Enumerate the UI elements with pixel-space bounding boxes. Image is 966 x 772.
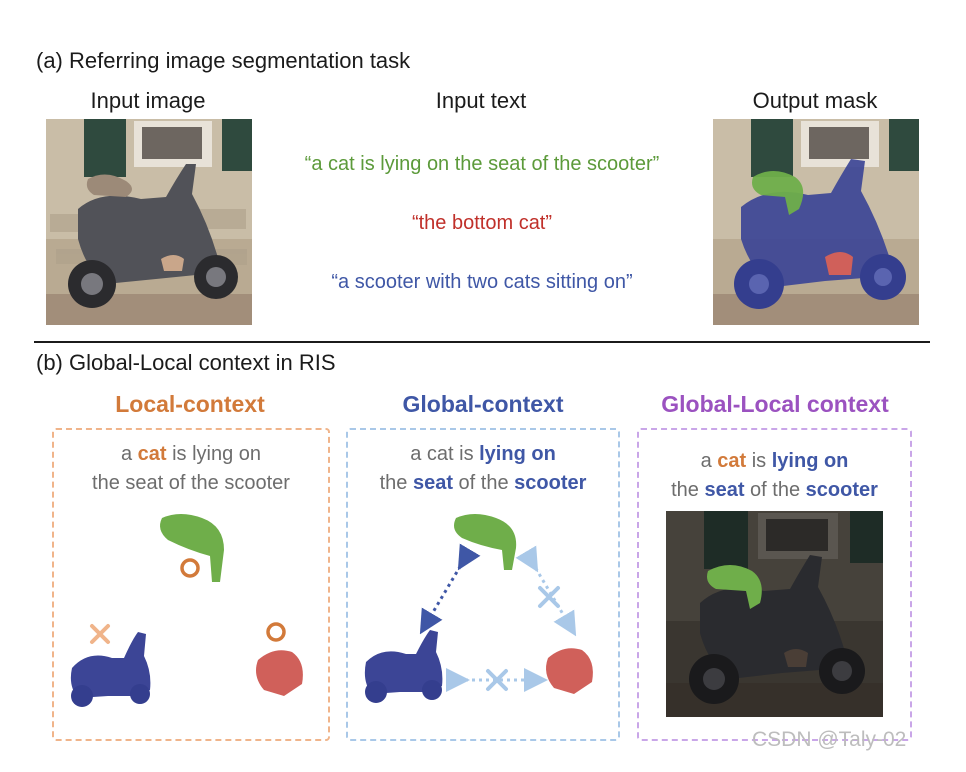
cat-top-mask	[454, 514, 517, 570]
expression-1: “a cat is lying on the seat of the scoot…	[304, 153, 660, 175]
caption-word: the	[379, 472, 413, 494]
global-context-title: Global-context	[402, 391, 564, 417]
cross-mark	[538, 586, 560, 608]
global-local-context-title: Global-Local context	[661, 391, 889, 417]
local-caption-line-2: the seat of the scooter	[92, 472, 290, 494]
caption-word: a	[120, 443, 138, 465]
cat-bottom-mask	[256, 650, 303, 696]
caption-highlight-cat: cat	[137, 443, 167, 465]
caption-word: of the	[744, 479, 806, 501]
section-a-title: (a) Referring image segmentation task	[36, 48, 411, 73]
input-image-label: Input image	[90, 88, 206, 113]
input-text-label: Input text	[435, 88, 527, 113]
caption-word: is lying on	[166, 443, 262, 465]
section-divider	[34, 341, 930, 343]
scooter-wheel	[365, 681, 387, 703]
global-local-context-caption: a cat is lying on the seat of the scoote…	[637, 447, 912, 505]
caption-word: the	[671, 479, 705, 501]
caption-highlight-lying-on: lying on	[771, 450, 849, 472]
input-image	[46, 119, 252, 325]
scooter-wheel	[130, 684, 150, 704]
output-mask-image	[713, 119, 919, 325]
caption-highlight-seat: seat	[704, 479, 745, 501]
cat-top-mask	[160, 514, 224, 582]
global-context-graphic	[346, 500, 620, 730]
relation-arrow	[419, 543, 481, 635]
watermark: CSDN @Taly-02	[752, 728, 907, 751]
global-local-attention-image	[666, 511, 883, 717]
caption-word: a	[700, 450, 718, 472]
global-context-caption: a cat is lying on the seat of the scoote…	[346, 440, 620, 498]
global-local-context-panel	[637, 428, 912, 741]
expression-2: “the bottom cat”	[411, 212, 553, 234]
scooter-mask	[364, 630, 443, 694]
local-context-panel	[52, 428, 330, 741]
scooter-wheel	[71, 685, 93, 707]
global-local-caption-line-2: the seat of the scooter	[637, 476, 912, 505]
caption-word: of the	[452, 472, 515, 494]
local-caption-line-1: a cat is lying on	[52, 440, 330, 469]
local-context-graphic	[52, 500, 330, 730]
global-caption-line-1: a cat is lying on	[346, 440, 620, 469]
caption-word: a cat is	[410, 443, 480, 465]
caption-highlight-seat: seat	[412, 472, 453, 494]
cross-mark	[486, 669, 508, 691]
cross-mark	[90, 624, 110, 644]
circle-mark	[266, 622, 286, 642]
global-caption-line-2: the seat of the scooter	[346, 469, 620, 498]
circle-mark	[180, 558, 200, 578]
scooter-wheel	[422, 680, 442, 700]
local-context-caption: a cat is lying on the seat of the scoote…	[52, 440, 330, 498]
output-mask-label: Output mask	[752, 88, 878, 113]
cat-bottom-mask	[546, 648, 593, 694]
caption-word: is	[746, 450, 772, 472]
global-context-panel	[346, 428, 620, 741]
local-context-title: Local-context	[115, 391, 265, 417]
expression-3: “a scooter with two cats sitting on”	[331, 271, 633, 293]
section-b-title: (b) Global-Local context in RIS	[36, 350, 336, 375]
caption-highlight-lying-on: lying on	[479, 443, 556, 465]
caption-highlight-cat: cat	[717, 450, 747, 472]
caption-highlight-scooter: scooter	[514, 472, 587, 494]
scooter-mask	[70, 632, 151, 698]
global-local-caption-line-1: a cat is lying on	[637, 447, 912, 476]
caption-highlight-scooter: scooter	[805, 479, 878, 501]
